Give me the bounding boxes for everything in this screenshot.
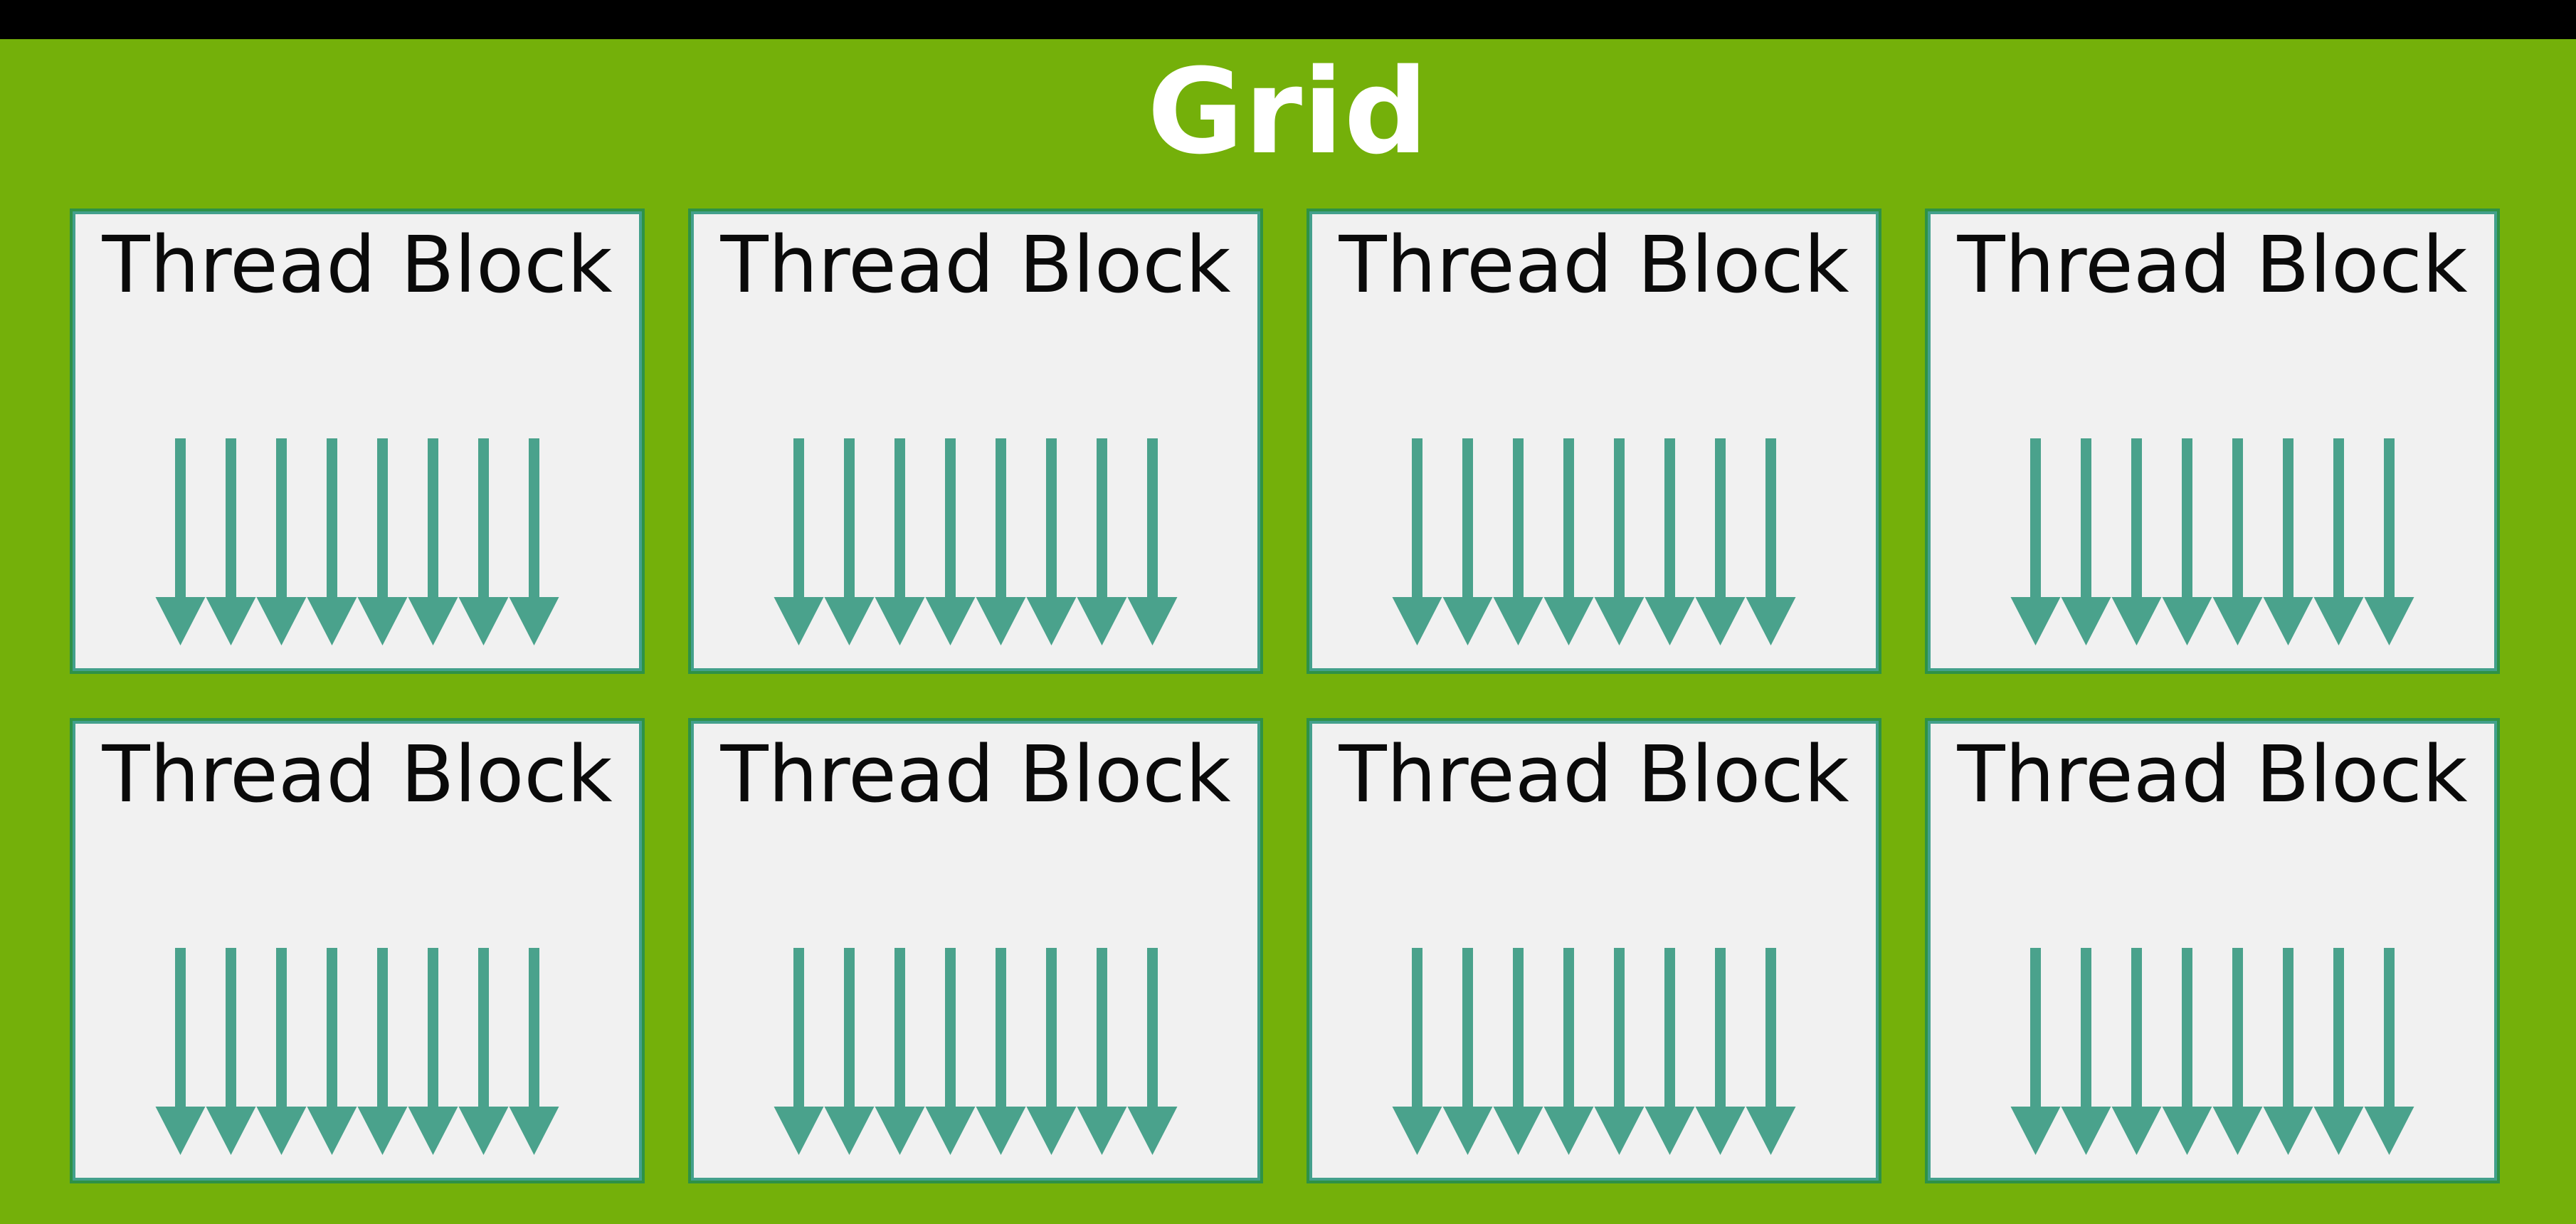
thread-block-card: Thread Block — [1307, 718, 1881, 1183]
grid-title-row: Grid — [0, 39, 2576, 185]
thread-arrows-icon — [2010, 948, 2414, 1155]
thread-arrow-icon — [307, 948, 357, 1155]
thread-arrow-icon — [2263, 438, 2313, 645]
thread-block-label: Thread Block — [102, 729, 613, 820]
thread-arrow-icon — [1026, 948, 1077, 1155]
thread-block-label: Thread Block — [1339, 219, 1849, 310]
thread-block-card: Thread Block — [70, 209, 645, 674]
thread-arrow-icon — [2313, 948, 2364, 1155]
thread-arrow-icon — [925, 438, 976, 645]
thread-arrow-icon — [206, 948, 256, 1155]
thread-arrow-icon — [976, 438, 1026, 645]
thread-arrow-icon — [2364, 948, 2414, 1155]
thread-arrow-icon — [256, 438, 307, 645]
thread-arrow-icon — [1442, 948, 1493, 1155]
thread-arrow-icon — [2061, 948, 2111, 1155]
thread-block-card: Thread Block — [688, 718, 1263, 1183]
thread-block-card: Thread Block — [1307, 209, 1881, 674]
thread-arrow-icon — [2111, 438, 2162, 645]
thread-block-label: Thread Block — [720, 219, 1231, 310]
thread-arrow-icon — [1493, 438, 1543, 645]
thread-arrow-icon — [155, 948, 206, 1155]
thread-block-label: Thread Block — [720, 729, 1231, 820]
thread-arrow-icon — [824, 948, 875, 1155]
thread-arrow-icon — [1077, 948, 1127, 1155]
thread-block-label: Thread Block — [1339, 729, 1849, 820]
thread-arrow-icon — [824, 438, 875, 645]
thread-arrow-icon — [1645, 438, 1695, 645]
thread-blocks-grid: Thread Block Thread Block Thread Block T… — [70, 209, 2500, 1183]
thread-arrow-icon — [875, 948, 925, 1155]
thread-arrow-icon — [357, 438, 408, 645]
thread-arrow-icon — [2364, 438, 2414, 645]
thread-arrow-icon — [458, 948, 509, 1155]
thread-block-label: Thread Block — [1957, 729, 2468, 820]
thread-block-card: Thread Block — [1925, 718, 2500, 1183]
thread-arrow-icon — [307, 438, 357, 645]
thread-arrow-icon — [2162, 438, 2212, 645]
thread-arrow-icon — [976, 948, 1026, 1155]
thread-arrow-icon — [1127, 438, 1178, 645]
thread-arrow-icon — [774, 438, 824, 645]
thread-arrow-icon — [155, 438, 206, 645]
thread-arrow-icon — [2212, 438, 2263, 645]
thread-block-card: Thread Block — [688, 209, 1263, 674]
thread-arrow-icon — [1442, 438, 1493, 645]
thread-arrow-icon — [925, 948, 976, 1155]
thread-block-card: Thread Block — [70, 718, 645, 1183]
thread-arrow-icon — [509, 948, 559, 1155]
top-black-bar — [0, 0, 2576, 39]
thread-arrows-icon — [155, 948, 559, 1155]
thread-block-label: Thread Block — [1957, 219, 2468, 310]
thread-arrow-icon — [2263, 948, 2313, 1155]
thread-arrow-icon — [1543, 948, 1594, 1155]
thread-arrow-icon — [1392, 948, 1442, 1155]
thread-arrow-icon — [1746, 948, 1796, 1155]
thread-arrow-icon — [2010, 438, 2061, 645]
thread-arrow-icon — [256, 948, 307, 1155]
thread-arrow-icon — [1645, 948, 1695, 1155]
thread-arrow-icon — [458, 438, 509, 645]
thread-arrow-icon — [2111, 948, 2162, 1155]
thread-arrow-icon — [2061, 438, 2111, 645]
grid-panel: Grid Thread Block Thread Block Thread Bl… — [0, 39, 2576, 1224]
thread-arrow-icon — [1127, 948, 1178, 1155]
thread-arrows-icon — [774, 948, 1178, 1155]
thread-arrow-icon — [1695, 438, 1746, 645]
thread-block-label: Thread Block — [102, 219, 613, 310]
thread-arrow-icon — [1594, 948, 1645, 1155]
thread-arrows-icon — [1392, 948, 1796, 1155]
thread-arrow-icon — [408, 948, 458, 1155]
thread-arrow-icon — [206, 438, 256, 645]
thread-arrow-icon — [875, 438, 925, 645]
thread-arrow-icon — [1077, 438, 1127, 645]
thread-arrow-icon — [2162, 948, 2212, 1155]
thread-arrow-icon — [357, 948, 408, 1155]
thread-arrow-icon — [2313, 438, 2364, 645]
thread-arrow-icon — [1746, 438, 1796, 645]
thread-arrow-icon — [1493, 948, 1543, 1155]
thread-arrows-icon — [2010, 438, 2414, 645]
thread-arrows-icon — [1392, 438, 1796, 645]
thread-arrow-icon — [774, 948, 824, 1155]
thread-arrow-icon — [2212, 948, 2263, 1155]
thread-arrow-icon — [408, 438, 458, 645]
thread-arrow-icon — [1026, 438, 1077, 645]
thread-arrow-icon — [2010, 948, 2061, 1155]
thread-arrow-icon — [1695, 948, 1746, 1155]
thread-arrow-icon — [1594, 438, 1645, 645]
thread-arrows-icon — [155, 438, 559, 645]
thread-arrow-icon — [1543, 438, 1594, 645]
grid-title: Grid — [1147, 43, 1429, 180]
thread-arrow-icon — [509, 438, 559, 645]
thread-arrows-icon — [774, 438, 1178, 645]
thread-arrow-icon — [1392, 438, 1442, 645]
thread-block-card: Thread Block — [1925, 209, 2500, 674]
